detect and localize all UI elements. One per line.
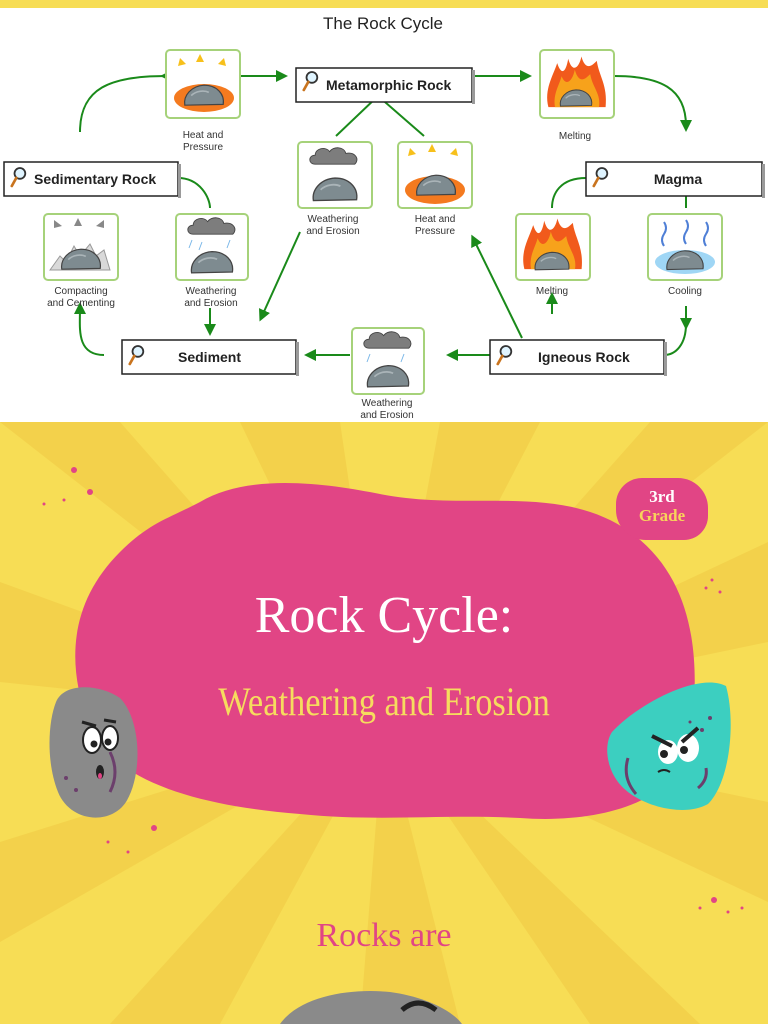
panel-weathering-left xyxy=(175,213,249,281)
panel-melting-top xyxy=(539,49,615,119)
body-text: Rocks are xyxy=(316,917,452,954)
panel-melting-right xyxy=(515,213,591,281)
node-label-igneous: Igneous Rock xyxy=(538,349,630,365)
arrow-to-igneous xyxy=(663,323,687,356)
rock-cycle-svg: The Rock Cycle xyxy=(3,14,765,421)
cycle-arrows xyxy=(73,69,692,361)
caption-melting-right: Melting xyxy=(536,286,568,297)
node-igneous: Igneous Rock xyxy=(489,339,667,376)
node-sedimentary: Sedimentary Rock xyxy=(3,161,181,198)
diagram-title: The Rock Cycle xyxy=(323,14,443,33)
node-metamorphic: Metamorphic Rock xyxy=(295,67,475,104)
arrow-weathering-sediment xyxy=(259,231,301,322)
slide-background xyxy=(0,422,768,1024)
node-label-sedimentary: Sedimentary Rock xyxy=(34,171,156,187)
panel-cooling xyxy=(647,213,723,281)
caption-heat-pressure-top-2: Pressure xyxy=(183,142,223,153)
rock-cycle-diagram: The Rock Cycle xyxy=(0,8,768,422)
caption-weathering-center-1: Weathering xyxy=(308,214,359,225)
panel-compacting xyxy=(43,213,119,281)
caption-weathering-bottom-2: and Erosion xyxy=(360,410,413,421)
caption-heat-pressure-center-1: Heat and xyxy=(415,214,456,225)
caption-compacting-2: and Cementing xyxy=(47,298,115,309)
caption-weathering-left-1: Weathering xyxy=(186,286,237,297)
title-slide: 3rd Grade Rock Cycle: Weathering and Ero… xyxy=(0,422,768,1024)
caption-cooling: Cooling xyxy=(668,286,702,297)
caption-heat-pressure-top-1: Heat and xyxy=(183,130,224,141)
panel-weathering-bottom xyxy=(351,327,425,395)
caption-compacting-1: Compacting xyxy=(54,286,107,297)
grade-number: 3rd xyxy=(649,487,675,506)
caption-weathering-center-2: and Erosion xyxy=(306,226,359,237)
arrow-igneous-heat xyxy=(471,234,523,339)
panel-weathering-center xyxy=(297,141,373,209)
arrow-to-magma xyxy=(613,75,692,132)
node-sediment: Sediment xyxy=(121,339,299,376)
caption-heat-pressure-center-2: Pressure xyxy=(415,226,455,237)
node-label-sediment: Sediment xyxy=(178,349,241,365)
node-magma: Magma xyxy=(585,161,765,198)
slide-title: Rock Cycle: xyxy=(254,587,514,644)
title-blob xyxy=(75,482,695,819)
grade-badge: 3rd Grade xyxy=(616,478,708,540)
grade-word: Grade xyxy=(638,506,686,525)
bottom-rock-character xyxy=(280,991,462,1024)
gray-rock-character xyxy=(49,687,138,818)
caption-weathering-bottom-1: Weathering xyxy=(362,398,413,409)
confetti-dots xyxy=(42,467,744,914)
panel-heat-pressure-center xyxy=(397,141,473,209)
caption-melting-top: Melting xyxy=(559,131,591,142)
teal-rock-character xyxy=(607,682,731,810)
arrow-magma-melting xyxy=(551,177,587,209)
slide-subtitle: Weathering and Erosion xyxy=(218,679,550,724)
caption-weathering-left-2: and Erosion xyxy=(184,298,237,309)
panel-heat-pressure-top xyxy=(165,49,241,119)
arrow-to-compacting xyxy=(73,302,105,356)
node-label-magma: Magma xyxy=(654,171,702,187)
node-label-metamorphic: Metamorphic Rock xyxy=(326,77,451,93)
arrow-to-weathering-left xyxy=(177,177,211,209)
arrow-from-sedimentary xyxy=(79,69,173,133)
